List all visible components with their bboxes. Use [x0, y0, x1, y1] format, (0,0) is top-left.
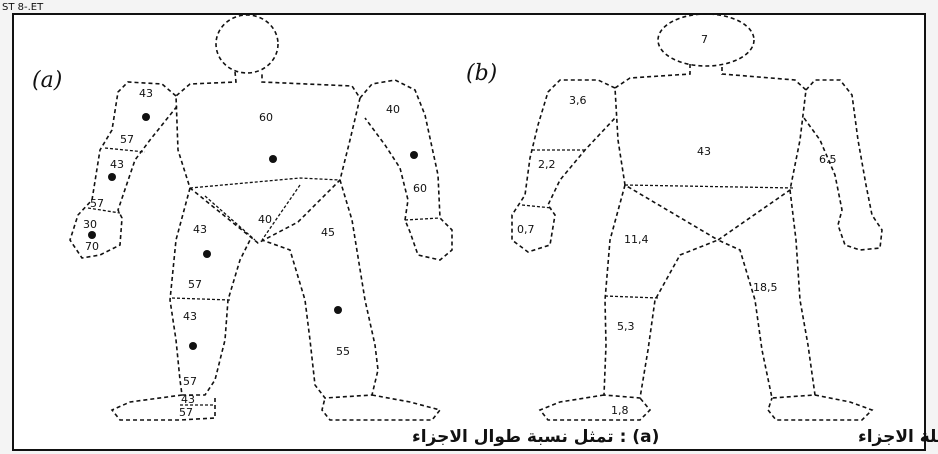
caption-b: (b) : تمثل نسبة كتلة الاجزاء [858, 427, 938, 447]
figure-b-value-trunk: 43 [697, 145, 711, 158]
figure-a-dot-right-leg [334, 306, 342, 314]
figure-a-value-foot-top: 43 [181, 393, 195, 406]
corner-text: ST 8-.ET [2, 2, 44, 13]
figure-a-value-hand-top: 30 [83, 218, 97, 231]
figure-b-value-hand: 0,7 [517, 223, 535, 236]
figure-a-value-right-shank: 55 [336, 345, 350, 358]
figure-a-value-upper-arm-bottom: 57 [120, 133, 134, 146]
figure-b-value-forearm: 2,2 [538, 158, 556, 171]
figure-a-value-forearm-bottom: 57 [90, 197, 104, 210]
figure-a-value-foot-bottom: 57 [179, 406, 193, 419]
figure-b-value-thigh: 11,4 [624, 233, 649, 246]
figure-a-dot-trunk [269, 155, 277, 163]
figure-a-value-forearm-top: 43 [110, 158, 124, 171]
figure-a-dot-forearm [108, 173, 116, 181]
figure-a-value-pelvis: 40 [258, 213, 272, 226]
figure-b-value-head: 7 [701, 33, 708, 46]
figure-b-value-foot: 1,8 [611, 404, 629, 417]
figure-a-dot-shank [189, 342, 197, 350]
figure-a-value-trunk: 60 [259, 111, 273, 124]
figure-a-value-thigh-bottom: 57 [188, 278, 202, 291]
figure-a-dot-right-arm [410, 151, 418, 159]
figure-a-value-thigh-top: 43 [193, 223, 207, 236]
figure-a-value-right-upper-arm: 40 [386, 103, 400, 116]
figure-a-value-shank-bottom: 57 [183, 375, 197, 388]
figure-a-value-shank-top: 43 [183, 310, 197, 323]
caption-a: (a) : تمثل نسبة طوال الاجزاء [412, 427, 659, 447]
figure-a-dot-upper-arm [142, 113, 150, 121]
figure-a-label: (a) [32, 68, 62, 93]
figure-a-dot-thigh [203, 250, 211, 258]
figure-a-value-hand-bottom: 70 [85, 240, 99, 253]
figure-b-value-arm-right: 6.5 [819, 153, 837, 166]
figure-b-label: (b) [466, 61, 497, 86]
figure-b-value-leg-right: 18,5 [753, 281, 778, 294]
figure-a-value-right-forearm: 60 [413, 182, 427, 195]
figure-b-value-upper-arm: 3,6 [569, 94, 587, 107]
figure-b-value-shank: 5,3 [617, 320, 635, 333]
figure-a-value-right-thigh: 45 [321, 226, 335, 239]
figure-a-value-upper-arm-top: 43 [139, 87, 153, 100]
figure-a-dot-hand [88, 231, 96, 239]
